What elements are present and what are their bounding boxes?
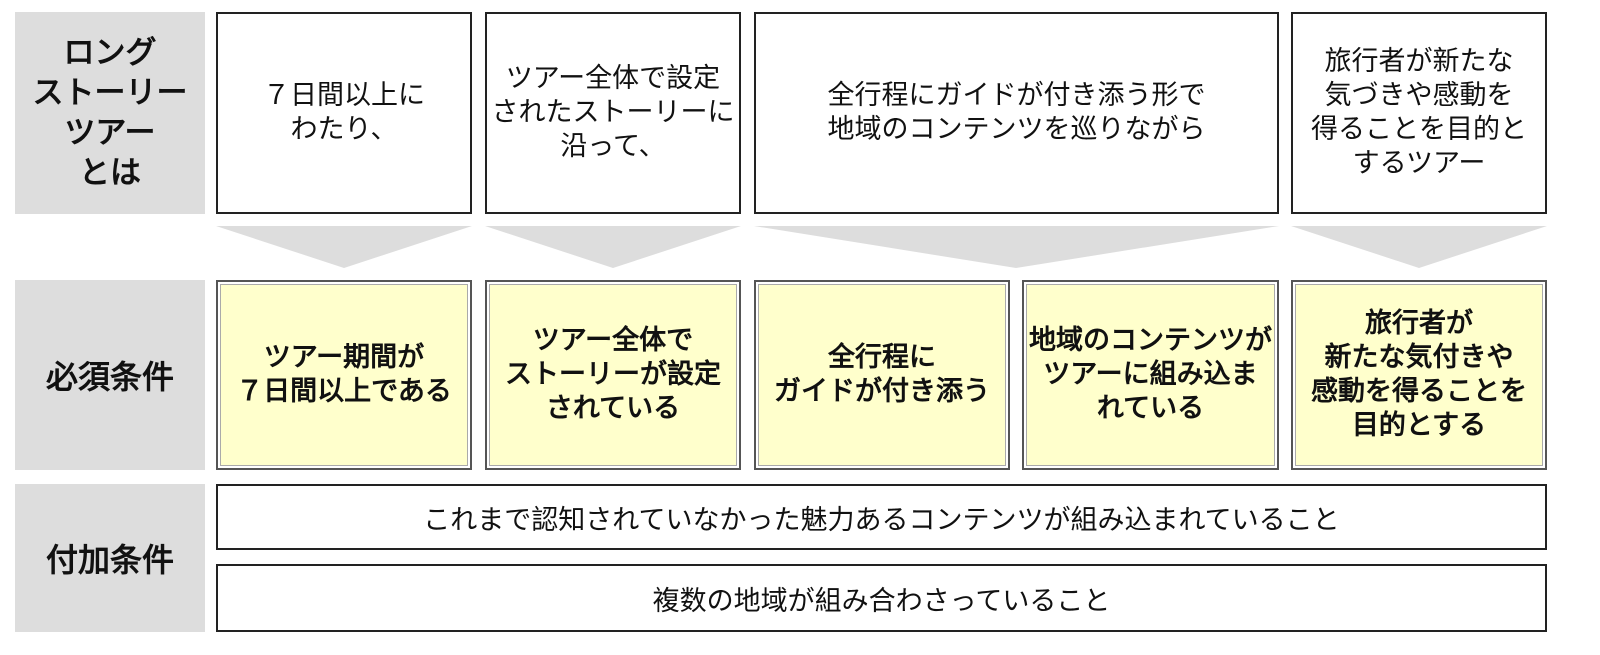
definition-label: ロング ストーリー ツアー とは	[15, 12, 205, 214]
definition-box-purpose: 旅行者が新たな 気づきや感動を 得ることを目的と するツアー	[1291, 12, 1547, 214]
additional-label: 付加条件	[15, 484, 205, 632]
required-label: 必須条件	[15, 280, 205, 470]
definition-label-text: ロング ストーリー ツアー とは	[32, 35, 188, 191]
required-box-text: ツアー全体で ストーリーが設定 されている	[505, 325, 721, 424]
required-box-duration: ツアー期間が ７日間以上である	[216, 280, 472, 470]
required-label-text: 必須条件	[45, 358, 174, 396]
definition-box-guide-content: 全行程にガイドが付き添う形で 地域のコンテンツを巡りながら	[754, 12, 1279, 214]
down-arrow-3	[754, 226, 1279, 268]
down-arrow-2	[485, 226, 741, 268]
additional-label-text: 付加条件	[45, 541, 174, 579]
definition-box-duration: ７日間以上に わたり、	[216, 12, 472, 214]
definition-box-text: 全行程にガイドが付き添う形で 地域のコンテンツを巡りながら	[827, 80, 1206, 145]
down-arrow-4	[1291, 226, 1547, 268]
required-box-purpose: 旅行者が 新たな気付きや 感動を得ることを 目的とする	[1291, 280, 1547, 470]
definition-box-text: ツアー全体で設定 されたストーリーに 沿って、	[491, 63, 735, 162]
additional-box-text: これまで認知されていなかった魅力あるコンテンツが組み込まれていること	[423, 504, 1340, 536]
required-box-text: 全行程に ガイドが付き添う	[774, 342, 990, 407]
definition-box-story: ツアー全体で設定 されたストーリーに 沿って、	[485, 12, 741, 214]
required-box-text: ツアー期間が ７日間以上である	[236, 342, 452, 407]
required-box-guide: 全行程に ガイドが付き添う	[754, 280, 1010, 470]
down-arrow-1	[216, 226, 472, 268]
required-box-text: 地域のコンテンツが ツアーに組み込ま れている	[1029, 325, 1272, 424]
definition-box-text: ７日間以上に わたり、	[263, 80, 425, 145]
required-box-text: 旅行者が 新たな気付きや 感動を得ることを 目的とする	[1311, 308, 1527, 441]
required-box-story: ツアー全体で ストーリーが設定 されている	[485, 280, 741, 470]
required-box-content: 地域のコンテンツが ツアーに組み込ま れている	[1022, 280, 1279, 470]
additional-box-text: 複数の地域が組み合わさっていること	[652, 585, 1111, 617]
additional-box-multiple-regions: 複数の地域が組み合わさっていること	[216, 564, 1547, 632]
additional-box-attractive-content: これまで認知されていなかった魅力あるコンテンツが組み込まれていること	[216, 484, 1547, 550]
definition-box-text: 旅行者が新たな 気づきや感動を 得ることを目的と するツアー	[1311, 46, 1527, 179]
